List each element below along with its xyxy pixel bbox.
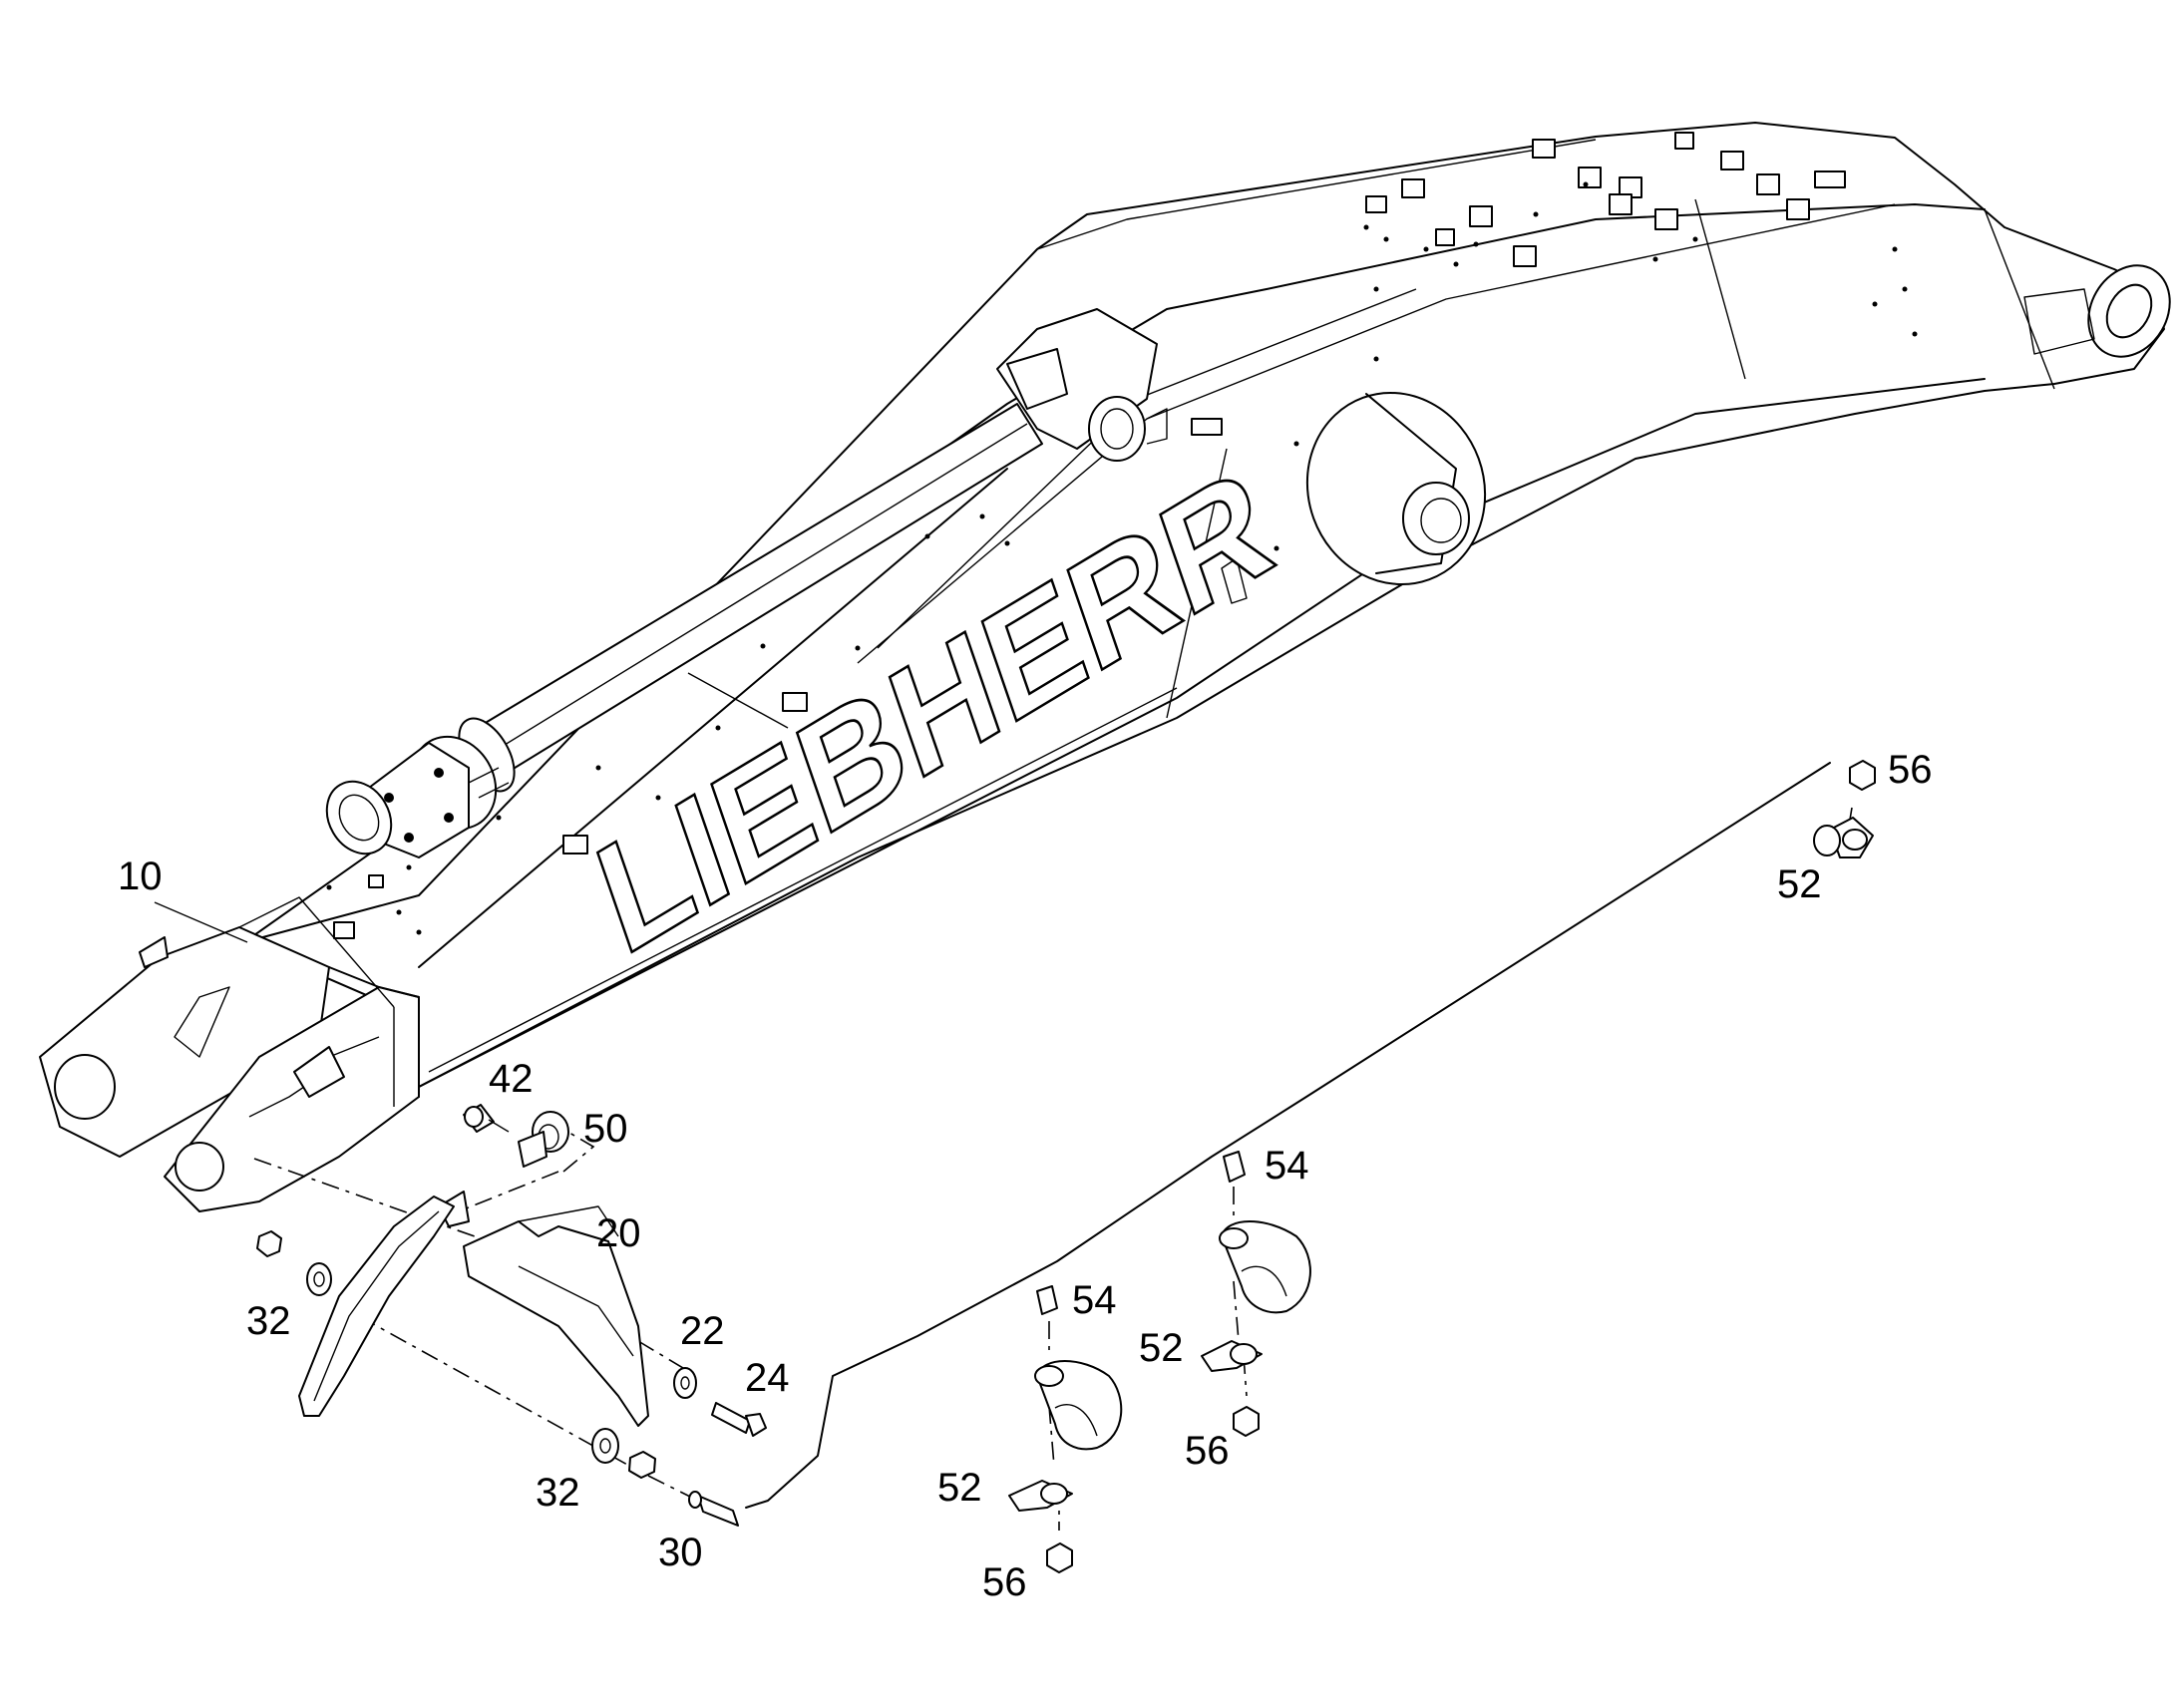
callout-42: 42	[489, 1057, 534, 1101]
clip-part-50	[518, 1111, 569, 1168]
callout-52-left: 52	[937, 1466, 982, 1510]
clamp-assembly-left	[1008, 1285, 1123, 1573]
callout-10: 10	[118, 854, 163, 898]
clamp-assembly-middle	[1201, 1151, 1311, 1437]
callout-56-bottom: 56	[982, 1560, 1027, 1604]
callout-54-top: 54	[1265, 1144, 1309, 1188]
washer-nut-parts-32	[256, 1230, 656, 1479]
washer-bolt-parts-22-24	[673, 1367, 767, 1437]
leader-lines	[154, 901, 248, 943]
callout-56-top-right: 56	[1888, 748, 1933, 792]
callout-50: 50	[583, 1107, 628, 1151]
callout-52-middle: 52	[1139, 1326, 1184, 1370]
cylinder-top-mount	[996, 308, 1248, 604]
bolt-part-42	[463, 1104, 510, 1133]
hydraulic-cylinder	[325, 403, 1043, 858]
callout-32-left: 32	[246, 1299, 291, 1343]
callout-32-bottom: 32	[536, 1471, 580, 1515]
callout-56-middle: 56	[1185, 1429, 1230, 1473]
callout-30: 30	[658, 1531, 703, 1574]
callouts: 10 20 22 24 30 32 32 42 50 52 52 52 54 5…	[118, 748, 1933, 1604]
hydraulic-line-part-30	[688, 762, 1831, 1527]
callout-22: 22	[680, 1309, 725, 1353]
top-plate-dots	[326, 181, 1918, 935]
callout-52-top-right: 52	[1777, 862, 1822, 906]
callout-20: 20	[596, 1211, 641, 1255]
guide-strap	[298, 1196, 455, 1417]
callout-54-left: 54	[1072, 1278, 1117, 1322]
boom-body: LIEBHERR	[39, 122, 2171, 1212]
side-boss	[1305, 392, 1487, 585]
clamp-assembly-top-right	[1813, 760, 1876, 858]
callout-24: 24	[745, 1356, 790, 1400]
front-clevis	[39, 896, 420, 1212]
rear-pivot	[2023, 264, 2171, 358]
